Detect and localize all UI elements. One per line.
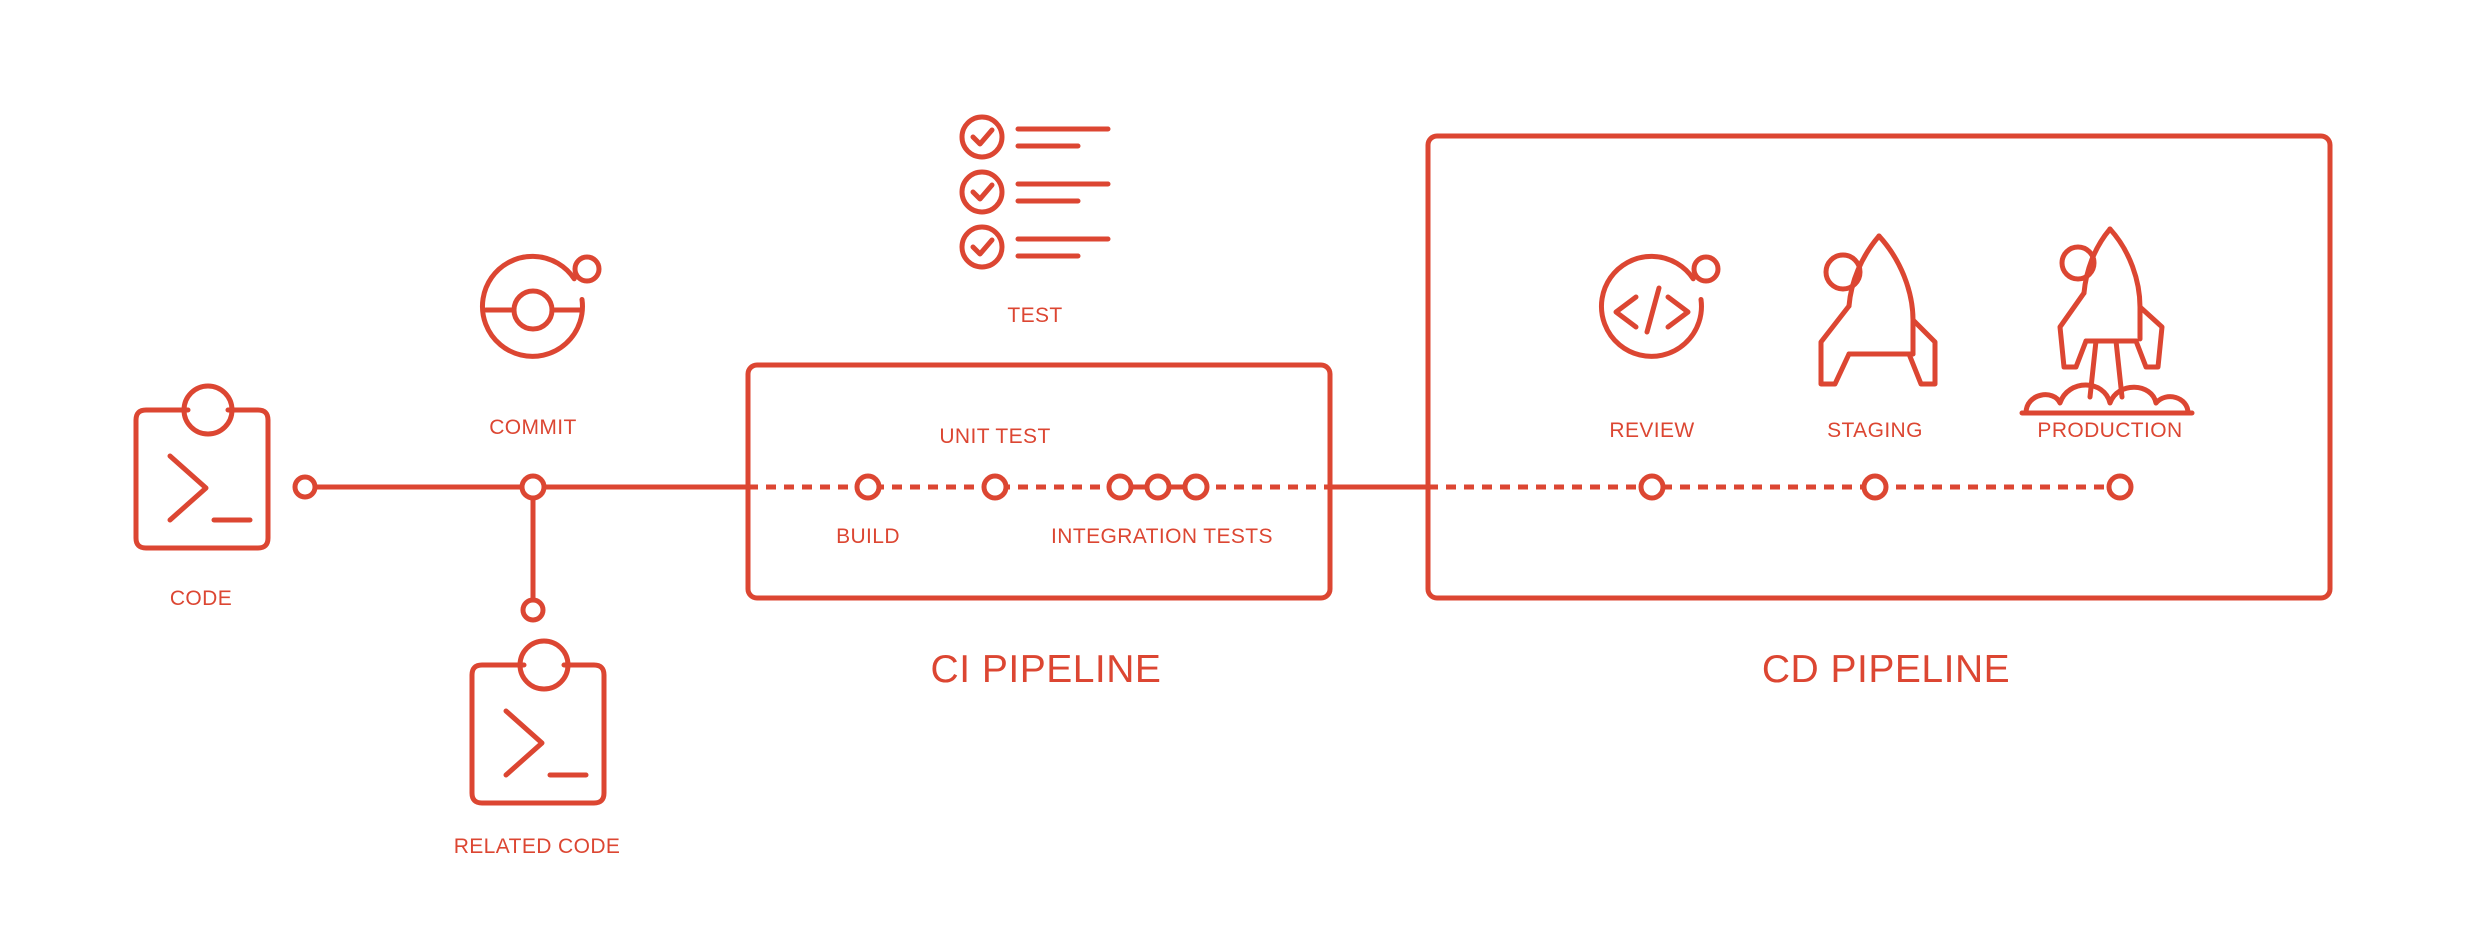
node-unit-test[interactable] xyxy=(981,473,1009,501)
code-review-icon xyxy=(1598,253,1721,359)
terminal-code-icon xyxy=(133,383,271,551)
connector-lines xyxy=(305,484,2120,610)
build-label: BUILD xyxy=(836,525,900,548)
timeline-nodes xyxy=(292,473,2134,623)
cd-pipeline-box xyxy=(1425,133,2333,601)
rocket-idle-icon xyxy=(1818,233,1938,387)
cd-pipeline-title: CD PIPELINE xyxy=(1762,648,2010,691)
node-start[interactable] xyxy=(292,474,318,500)
commit-label: COMMIT xyxy=(489,416,577,439)
node-staging[interactable] xyxy=(1861,473,1889,501)
node-review[interactable] xyxy=(1638,473,1666,501)
staging-label: STAGING xyxy=(1827,419,1923,442)
rocket-launch-icon xyxy=(2019,226,2195,416)
unit-test-label: UNIT TEST xyxy=(939,425,1050,448)
node-integration-test-3[interactable] xyxy=(1182,473,1210,501)
test-label: TEST xyxy=(1007,304,1062,327)
checklist-icon xyxy=(959,114,1111,270)
code-label: CODE xyxy=(170,587,232,610)
node-integration-test-2[interactable] xyxy=(1144,473,1172,501)
node-build[interactable] xyxy=(854,473,882,501)
review-label: REVIEW xyxy=(1609,419,1694,442)
ci-pipeline-title: CI PIPELINE xyxy=(931,648,1162,691)
commit-node-icon xyxy=(479,253,602,359)
production-label: PRODUCTION xyxy=(2037,419,2182,442)
node-production[interactable] xyxy=(2106,473,2134,501)
node-integration-test-1[interactable] xyxy=(1106,473,1134,501)
node-commit[interactable] xyxy=(519,473,547,501)
ci-pipeline-box xyxy=(745,362,1333,601)
related-code-label: RELATED CODE xyxy=(454,835,621,858)
terminal-code-icon xyxy=(469,638,607,806)
node-related-code[interactable] xyxy=(520,597,546,623)
integration-tests-label: INTEGRATION TESTS xyxy=(1051,525,1273,548)
